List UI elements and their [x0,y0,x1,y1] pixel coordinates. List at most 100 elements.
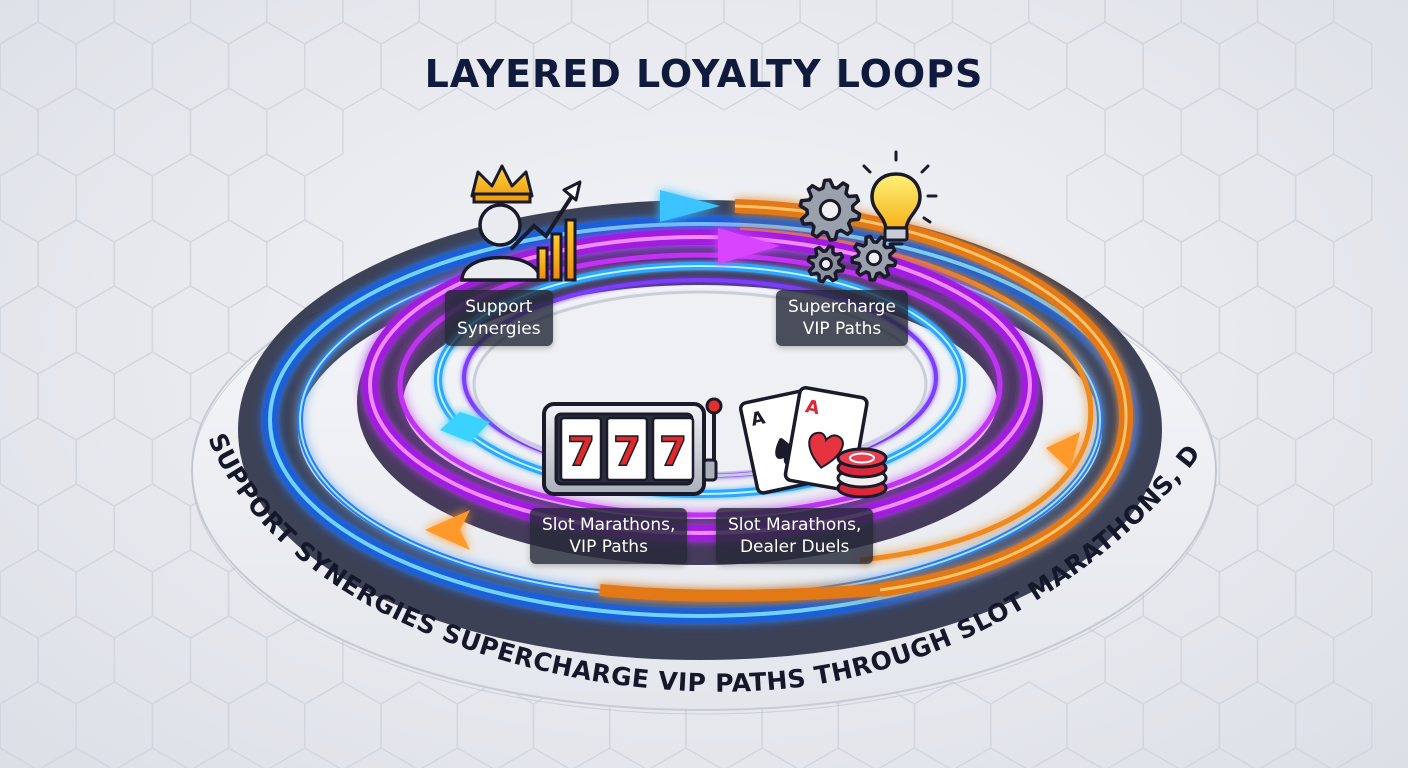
blue-arrowhead-icon [660,190,720,222]
hexagon-tile [189,0,268,45]
label-line: Slot Marathons, [728,515,862,535]
hexagon-tile [0,219,39,309]
label-slot-marathons-vip-paths: Slot Marathons, VIP Paths [530,508,688,564]
hexagon-tile [75,549,154,639]
lightbulb-icon [862,150,938,246]
hexagon-tile [75,417,154,507]
label-slot-marathons-dealer-duels: Slot Marathons, Dealer Duels [716,508,874,564]
hexagon-tile [1218,681,1297,768]
label-support-synergies: Support Synergies [445,290,553,346]
hexagon-tile [265,87,344,177]
card-rank-b: A [804,396,821,419]
hexagon-tile [227,681,306,768]
hexagon-tile [265,0,344,45]
label-line: VIP Paths [802,319,882,339]
hexagon-tile [37,351,116,441]
hexagon-tile [227,153,306,243]
label-line: VIP Paths [569,537,648,557]
card-rank-a: A [749,407,767,430]
crown-user-growth-icon [460,164,582,282]
hexagon-tile [151,681,230,768]
magenta-loop [362,229,1038,541]
gear-hub [819,257,833,271]
hexagon-tile [342,0,420,45]
page-title: LAYERED LOYALTY LOOPS [424,52,984,96]
hexagon-tile [1294,549,1373,639]
hexagon-tile [1104,87,1183,177]
hexagon-tile [37,615,116,705]
gear-hub [818,198,842,222]
hexagon-tile [494,0,573,45]
hexagon-tile [1256,351,1335,441]
hexagon-tile [1218,549,1297,639]
slot-symbol: 7 [659,429,687,475]
hexagon-tile [0,285,77,375]
label-line: Support [465,297,533,317]
hexagon-tile [1180,87,1259,177]
orange-left-arrowhead-icon [425,510,470,550]
hexagon-tile [151,285,230,375]
hexagon-tile [1180,615,1259,705]
hexagon-tile [1180,0,1259,45]
crown-icon [470,164,534,204]
hexagon-tile [37,483,116,573]
gears-idea-icon [798,150,938,284]
hexagon-tile [1218,417,1297,507]
hexagon-tile [1256,0,1335,45]
hexagon-tile [113,0,192,45]
label-supercharge-vip-paths: Supercharge VIP Paths [776,290,908,346]
hexagon-tile [189,87,268,177]
label-line: Supercharge [788,297,896,317]
label-line: Dealer Duels [739,537,850,557]
hexagon-tile [1180,219,1259,309]
orange-arrowhead-icon [1046,432,1080,470]
hexagon-tile [875,0,954,45]
hexagon-tile [75,153,154,243]
hexagon-tile [989,681,1068,768]
hexagon-tile [1294,681,1373,768]
hexagon-tile [913,681,992,768]
slot-reel [651,416,695,482]
growth-chart-icon [510,180,582,282]
hexagon-tile [113,219,192,309]
slot-reel [559,416,603,482]
slot-reel [605,416,649,482]
hexagon-tile [304,681,382,768]
slot-symbol: 7 [613,429,641,475]
hexagon-tile [151,153,230,243]
hexagon-tile [0,0,39,45]
hexagon-tile [189,219,268,309]
hexagon-tile [1142,153,1221,243]
hexagon-tile [0,153,77,243]
hexagon-tile [0,351,39,441]
hexagon-tile [1104,219,1183,309]
label-line: Slot Marathons, [542,515,676,535]
hexagon-tile [380,681,459,768]
gear-icon [850,234,898,282]
hexagon-tile [1066,681,1144,768]
slot-symbol: 7 [567,429,595,475]
hexagon-tile [113,351,192,441]
hexagon-tile [113,483,192,573]
gear-icon [806,244,846,284]
hexagon-tile [1104,0,1183,45]
hexagon-tile [1218,285,1297,375]
hexagon-tile [37,87,116,177]
hexagon-tile [723,0,801,45]
hexagon-tile [0,87,39,177]
hexagon-tile [0,681,77,768]
hexagon-tile [1104,615,1183,705]
hexagon-tile [951,0,1030,45]
hexagon-tile [75,681,154,768]
hexagon-tile [1294,285,1373,375]
hexagon-tile [1294,153,1373,243]
hexagon-tile [1218,153,1297,243]
hexagon-tile [647,0,725,45]
gear-hub [865,249,883,267]
hexagon-tile [418,0,497,45]
hexagon-tile [1294,417,1373,507]
hexagon-tile [1256,483,1335,573]
hexagon-tile [0,615,39,705]
